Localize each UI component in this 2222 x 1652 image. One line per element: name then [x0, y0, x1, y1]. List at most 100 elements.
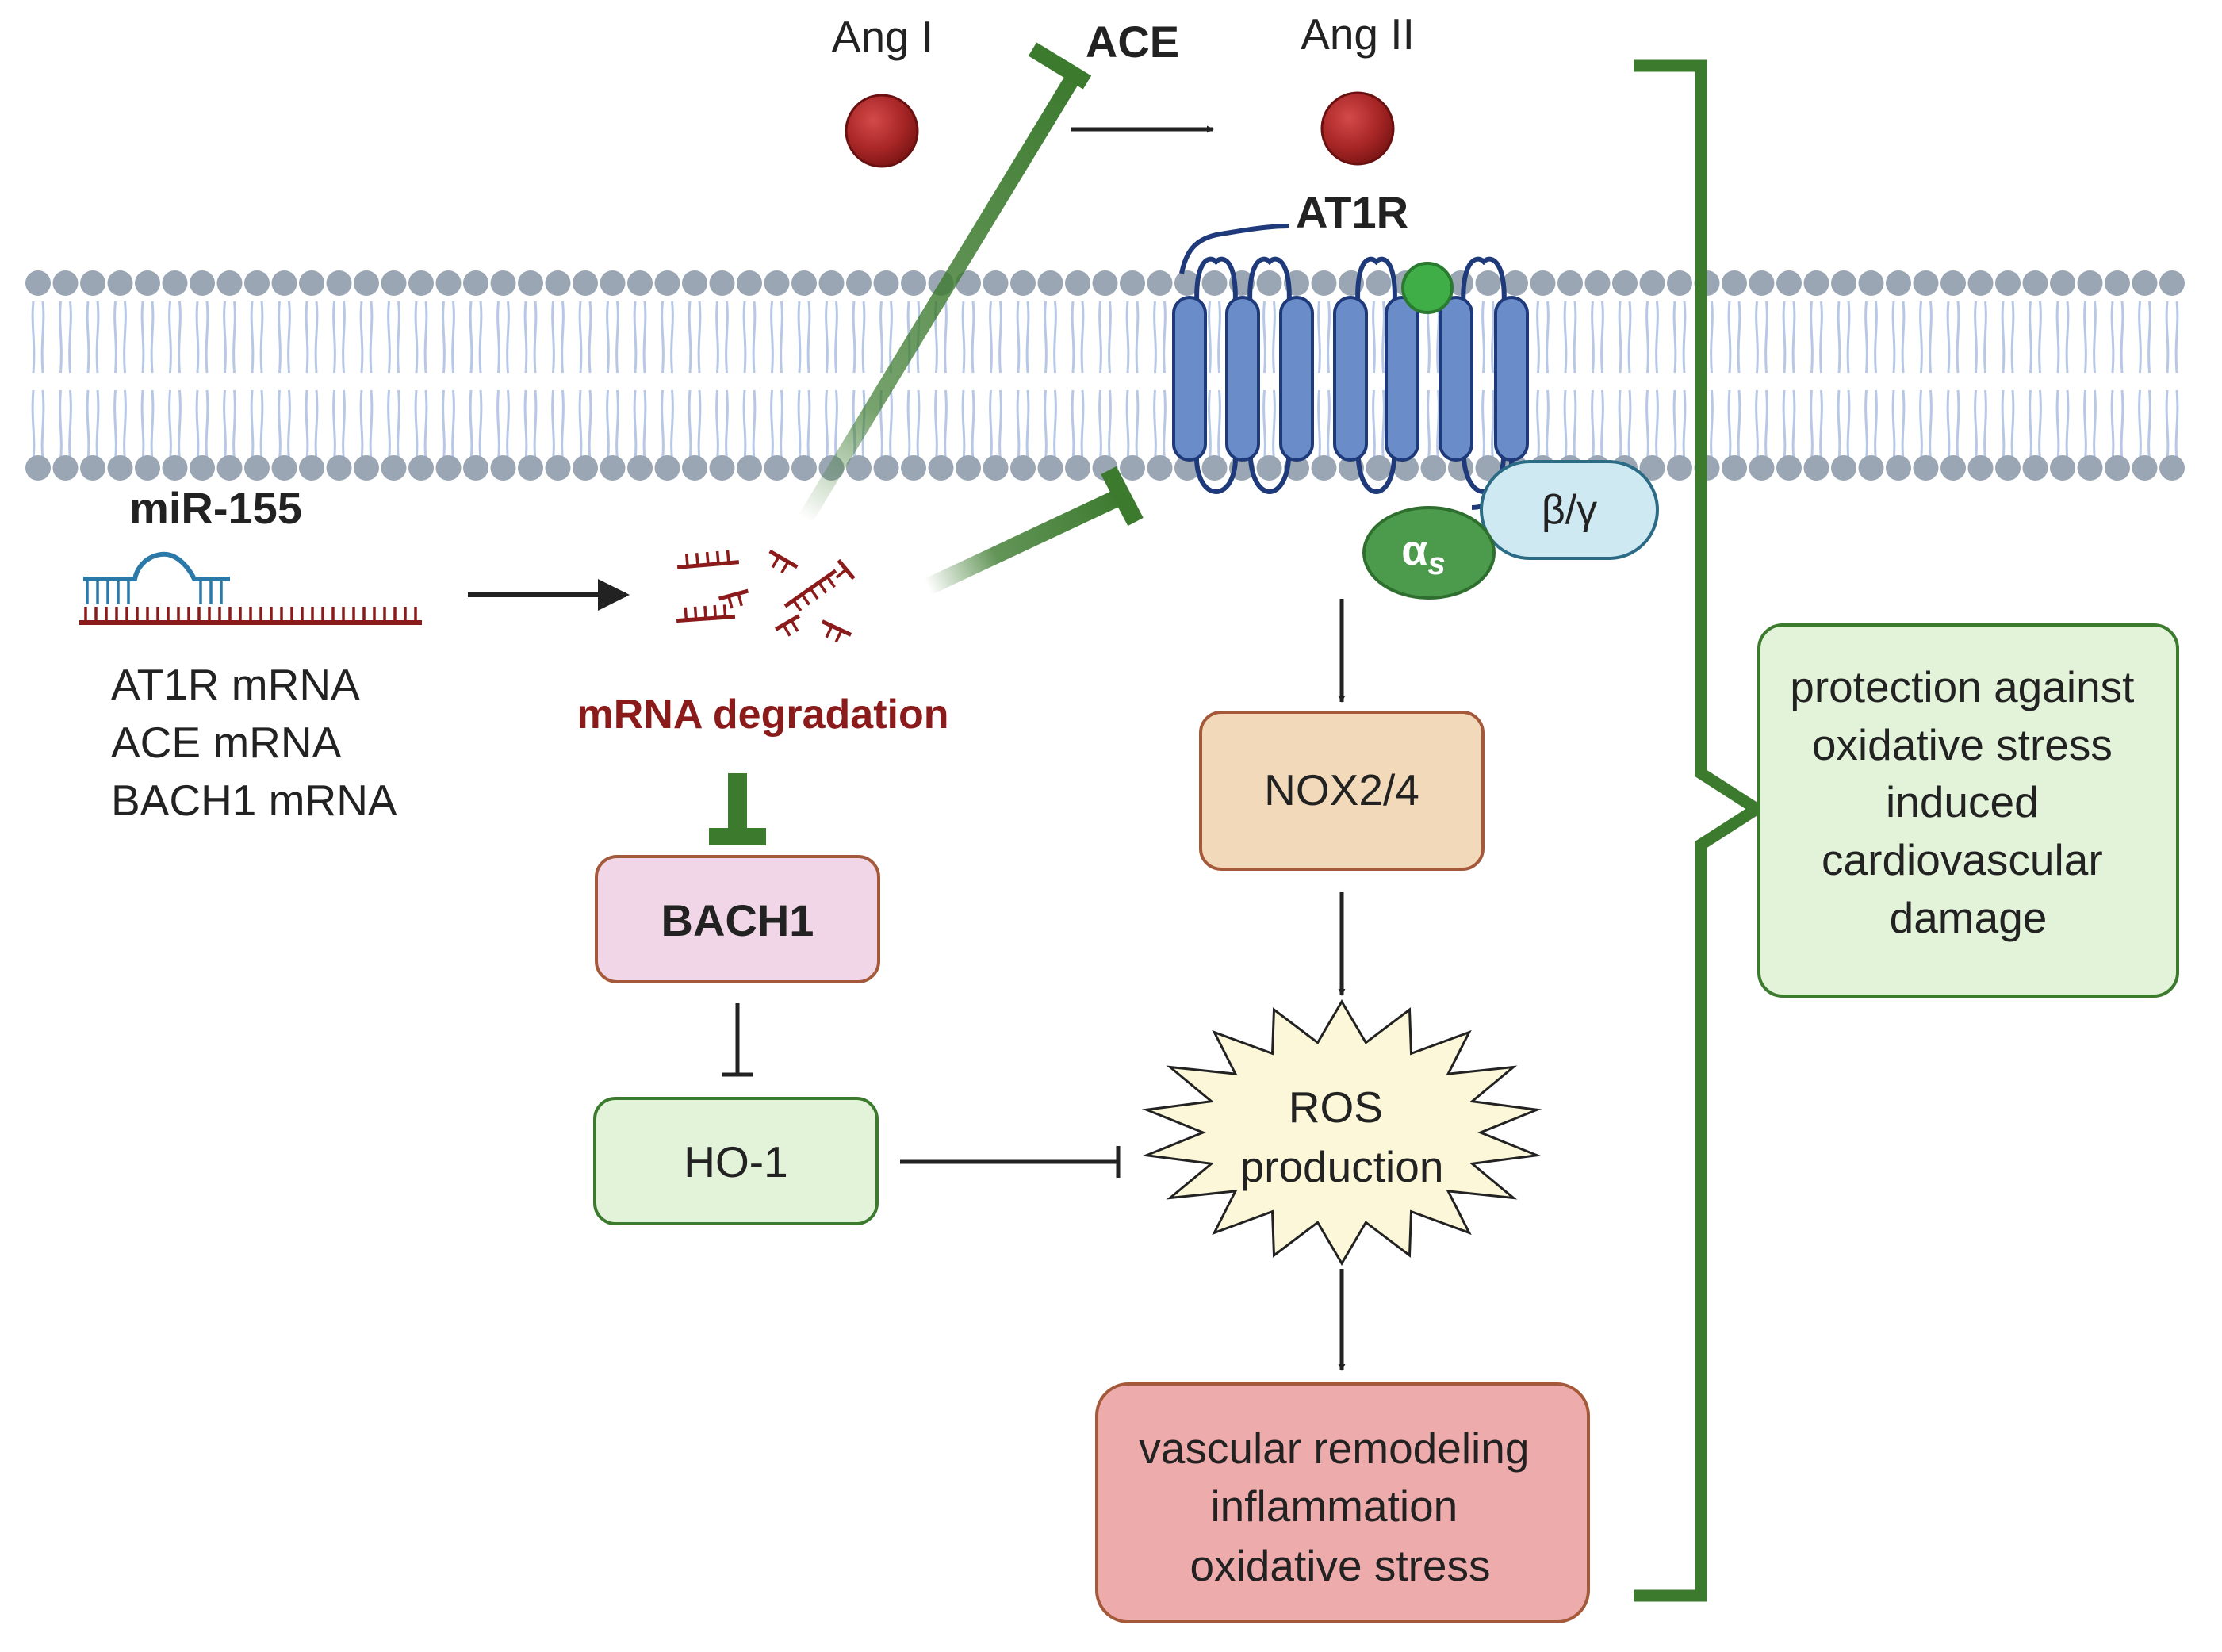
lipid-tail [1710, 389, 1714, 461]
lipid-tail [1618, 301, 1622, 374]
lipid-tail [40, 301, 45, 374]
lipid-tail [1755, 301, 1759, 374]
lipid-head [326, 270, 352, 296]
lipid-head [600, 455, 626, 481]
lipid-tail [633, 301, 638, 374]
lipid-tail [1016, 389, 1021, 461]
lipid-tail [1546, 301, 1550, 374]
lipid-tail [232, 389, 236, 461]
lipid-tail [1317, 301, 1321, 374]
lipid-tail [414, 301, 419, 374]
lipid-tail [359, 389, 364, 461]
lipid-tail [861, 301, 866, 374]
lipid-head [1886, 270, 1911, 296]
lipid-tail [1272, 301, 1276, 374]
mrna-fragment [768, 549, 799, 574]
bach1-ho1-inhibition [722, 1003, 753, 1077]
lipid-tail [140, 389, 145, 461]
lipid-tail [1546, 389, 1550, 461]
lipid-head [244, 270, 270, 296]
at1r-receptor [1172, 224, 1529, 510]
lipid-tail [168, 301, 172, 374]
lipid-head [1366, 455, 1392, 481]
mir-155-label: miR-155 [129, 483, 302, 533]
transmembrane-helix [1225, 296, 1260, 462]
lipid-tail [287, 389, 291, 461]
lipid-tail [588, 301, 592, 374]
lipid-head [1776, 455, 1802, 481]
lipid-tail [2165, 301, 2170, 374]
extracellular-loop [1461, 256, 1507, 314]
lipid-tail [2147, 301, 2151, 374]
lipid-head [1311, 270, 1337, 296]
lipid-tail [615, 301, 619, 374]
lipid-tail [852, 301, 856, 374]
lipid-tail [715, 389, 719, 461]
lipid-tail [1098, 301, 1102, 374]
lipid-tail [2147, 389, 2151, 461]
nox-node: NOX2/4 [1199, 711, 1485, 871]
lipid-tail [1071, 301, 1075, 374]
lipid-tail [1682, 301, 1687, 374]
lipid-tail [1919, 389, 1923, 461]
lipid-tail [1782, 301, 1787, 374]
bach1-inhibition [709, 773, 766, 845]
lipid-head [737, 270, 762, 296]
lipid-tail [178, 301, 182, 374]
bach1-node: BACH1 [595, 855, 880, 983]
lipid-tail [1372, 301, 1376, 374]
lipid-tail [551, 389, 555, 461]
lipid-tail [1655, 389, 1659, 461]
mrna-fragment [835, 558, 856, 581]
lipid-tail [414, 389, 419, 461]
lipid-tail [1381, 301, 1385, 374]
lipid-tail [642, 301, 647, 374]
lipid-head [463, 455, 488, 481]
lipid-tail [916, 389, 921, 461]
lipid-tail [442, 301, 446, 374]
lipid-tail [961, 301, 966, 374]
lipid-tail [971, 301, 975, 374]
lipid-tail [2001, 301, 2006, 374]
lipid-head [901, 455, 926, 481]
lipid-head [1913, 455, 1939, 481]
lipid-head [1831, 455, 1856, 481]
lipid-tail [1755, 389, 1759, 461]
lipid-tail [1217, 301, 1221, 374]
lipid-tail [1080, 301, 1085, 374]
lipid-tail [1536, 389, 1540, 461]
lipid-tail [523, 301, 528, 374]
transmembrane-helix [1439, 296, 1473, 462]
lipid-tail [770, 301, 774, 374]
lipid-tail [806, 301, 811, 374]
lipid-head [873, 270, 899, 296]
ros-label-line2: production [1240, 1142, 1444, 1191]
lipid-head [2105, 270, 2130, 296]
lipid-tail [68, 301, 72, 374]
lipid-tail [834, 389, 838, 461]
lipid-tail [825, 301, 829, 374]
lipid-tail [1737, 389, 1741, 461]
lipid-tail [469, 389, 473, 461]
lipid-tail [780, 389, 783, 461]
lipid-head [1147, 455, 1173, 481]
lipid-head [1612, 270, 1638, 296]
lipid-tail [1125, 301, 1130, 374]
lipid-tail [1946, 389, 1951, 461]
lipid-tail [250, 389, 255, 461]
lipid-head [1995, 455, 2021, 481]
lipid-tail [780, 301, 783, 374]
lipid-tail [697, 389, 702, 461]
lipid-head [2050, 270, 2075, 296]
lipid-head [1201, 270, 1228, 296]
lipid-head [764, 455, 790, 481]
lipid-head [80, 455, 105, 481]
lipid-head [271, 455, 297, 481]
ang-i-label: Ang I [832, 12, 933, 61]
lipid-tail [2120, 389, 2124, 461]
lipid-tail [1372, 389, 1376, 461]
lipid-head [1475, 270, 1501, 296]
lipid-tail [1891, 389, 1896, 461]
lipid-head [1639, 455, 1665, 481]
lipid-head [1475, 455, 1501, 481]
